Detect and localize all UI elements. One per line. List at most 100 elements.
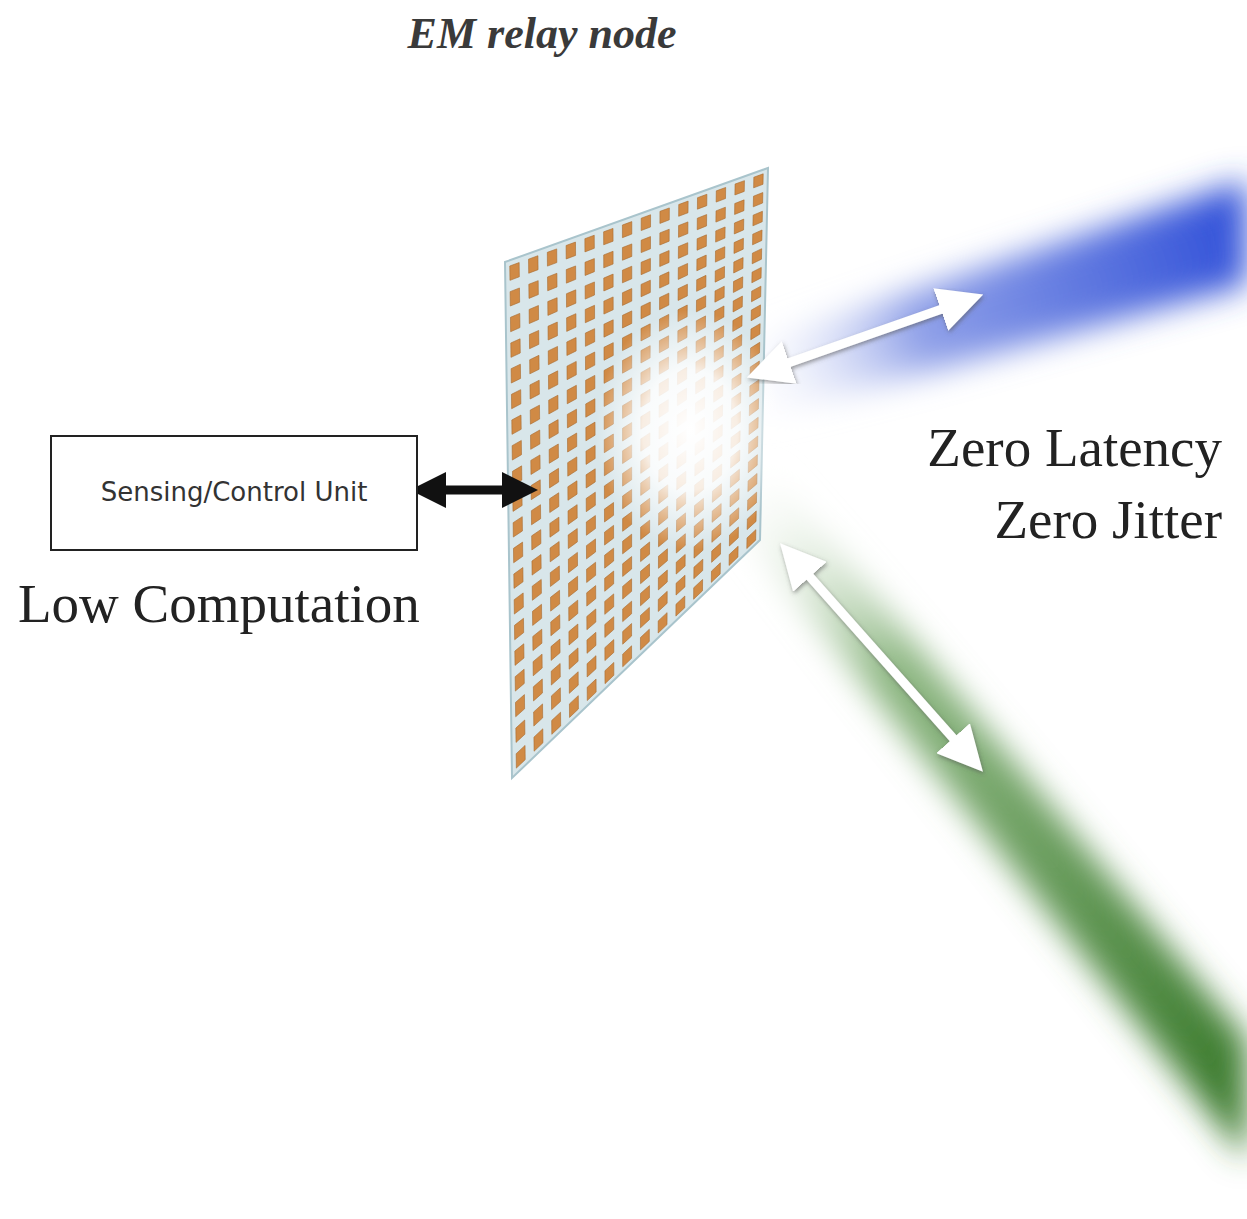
- blue-beam: [735, 180, 1247, 420]
- unit-cell: [623, 624, 632, 645]
- unit-cell: [622, 244, 631, 260]
- unit-cell: [605, 617, 614, 638]
- unit-cell: [533, 654, 542, 676]
- unit-cell: [549, 395, 558, 414]
- unit-cell: [549, 444, 558, 463]
- unit-cell: [604, 274, 613, 291]
- unit-cell: [694, 559, 703, 579]
- unit-cell: [569, 648, 578, 669]
- unit-cell: [623, 579, 632, 599]
- unit-cell: [567, 409, 576, 428]
- unit-cell: [548, 371, 557, 389]
- unit-cell: [679, 222, 688, 237]
- unit-cell: [549, 420, 558, 439]
- unit-cell: [623, 557, 632, 577]
- unit-cell: [534, 729, 543, 751]
- unit-cell: [551, 639, 560, 660]
- unit-cell: [529, 330, 538, 348]
- unit-cell: [585, 305, 594, 322]
- unit-cell: [569, 624, 578, 645]
- unit-cell: [694, 579, 703, 599]
- unit-cell: [569, 672, 578, 694]
- unit-cell: [734, 238, 743, 253]
- unit-cell: [586, 422, 595, 441]
- unit-cell: [622, 311, 631, 328]
- unit-cell: [552, 712, 561, 734]
- unit-cell: [567, 433, 576, 452]
- unit-cell: [512, 415, 521, 434]
- unit-cell: [604, 503, 613, 522]
- unit-cell: [622, 289, 631, 306]
- unit-cell: [676, 554, 685, 574]
- unit-cell: [604, 343, 613, 361]
- unit-cell: [568, 481, 577, 500]
- unit-cell: [586, 539, 595, 559]
- unit-cell: [566, 242, 575, 259]
- unit-cell: [548, 346, 557, 364]
- unit-cell: [533, 629, 542, 650]
- unit-cell: [734, 219, 744, 234]
- unit-cell: [534, 704, 543, 726]
- unit-cell: [515, 695, 524, 717]
- unit-cell: [550, 542, 559, 562]
- unit-cell: [641, 280, 650, 297]
- unit-cell: [531, 505, 540, 525]
- unit-cell: [640, 607, 649, 627]
- unit-cell: [658, 613, 667, 633]
- unit-cell: [516, 720, 525, 742]
- unit-cell: [605, 525, 614, 545]
- unit-cell: [747, 530, 756, 549]
- unit-cell: [587, 656, 596, 677]
- unit-cell: [587, 632, 596, 653]
- performance-note: Zero Latency Zero Jitter: [872, 412, 1222, 555]
- unit-cell: [641, 586, 650, 606]
- beam-arrow: [768, 302, 962, 370]
- unit-cell: [604, 228, 613, 244]
- unit-cell: [586, 516, 595, 536]
- unit-cell: [531, 430, 540, 449]
- unit-cell: [660, 272, 669, 288]
- unit-cell: [729, 546, 738, 565]
- unit-cell: [566, 290, 575, 307]
- unit-cell: [533, 604, 542, 625]
- unit-cell: [733, 296, 742, 312]
- unit-cell: [733, 277, 742, 293]
- unit-cell: [551, 663, 560, 685]
- panel-glow: [595, 310, 785, 550]
- unit-cell: [753, 193, 763, 207]
- unit-cell: [641, 258, 650, 274]
- unit-cell: [532, 579, 541, 600]
- unit-cell: [753, 211, 763, 226]
- unit-cell: [532, 530, 541, 550]
- unit-cell: [751, 324, 760, 340]
- unit-cell: [586, 445, 595, 464]
- diagram-title: EM relay node: [408, 8, 677, 59]
- unit-cell: [641, 237, 650, 253]
- unit-cell: [533, 679, 542, 701]
- unit-cell: [585, 259, 594, 276]
- unit-cell: [604, 320, 613, 337]
- unit-cell: [697, 275, 706, 291]
- unit-cell: [715, 247, 724, 262]
- unit-cell: [531, 455, 540, 475]
- unit-cell: [548, 322, 557, 340]
- unit-cell: [510, 288, 520, 306]
- unit-cell: [550, 566, 559, 587]
- unit-cell: [569, 600, 578, 621]
- unit-cell: [734, 258, 743, 273]
- unit-note: Low Computation: [18, 568, 420, 640]
- unit-cell: [531, 480, 540, 500]
- unit-cell: [640, 629, 649, 650]
- unit-cell: [678, 243, 687, 259]
- unit-cell: [530, 380, 539, 399]
- unit-cell: [532, 555, 541, 576]
- unit-cell: [585, 329, 594, 347]
- unit-cell: [735, 200, 745, 215]
- unit-cell: [529, 256, 539, 274]
- unit-cell: [516, 745, 525, 768]
- unit-cell: [513, 542, 522, 563]
- unit-cell: [623, 646, 632, 667]
- unit-cell: [515, 669, 524, 691]
- unit-cell: [513, 517, 522, 537]
- unit-cell: [641, 564, 650, 584]
